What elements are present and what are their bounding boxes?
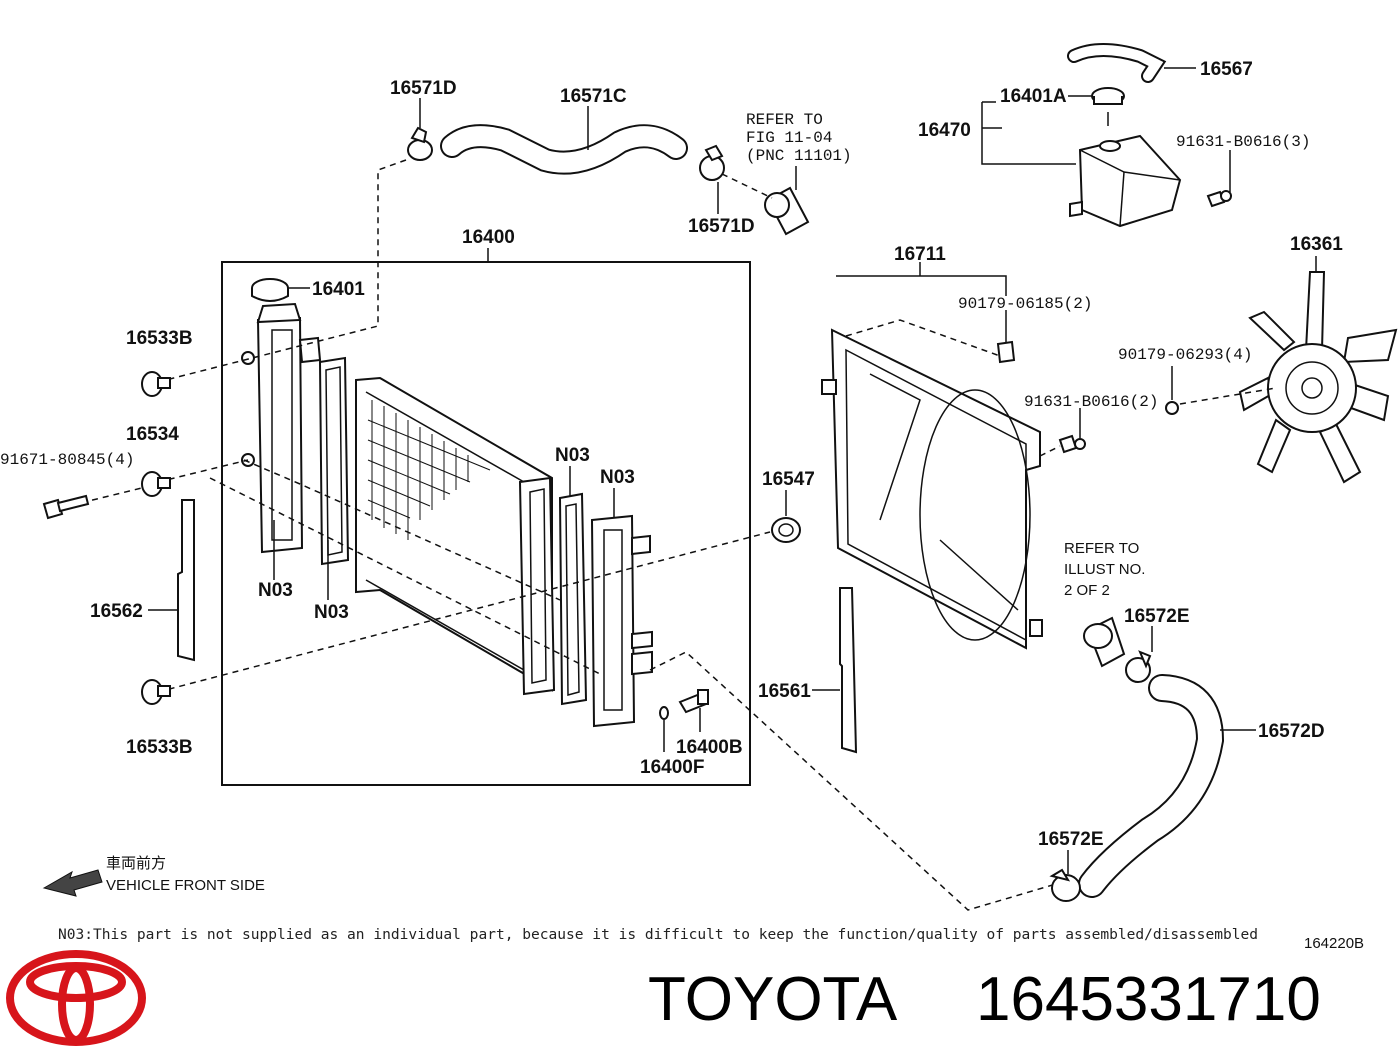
footnote: N03:This part is not supplied as an indi… bbox=[58, 927, 1258, 943]
brand-name: TOYOTA bbox=[648, 965, 898, 1034]
hose-clamp-16572E-top bbox=[1125, 650, 1152, 683]
radiator-cap bbox=[251, 278, 289, 302]
fan-shroud bbox=[821, 328, 1043, 650]
label-16562: 16562 bbox=[90, 601, 143, 622]
front-side-jp: 車両前方 bbox=[106, 855, 166, 872]
label-16572E-top: 16572E bbox=[1124, 606, 1190, 627]
seal-16561 bbox=[839, 587, 858, 754]
refer-fig-line3: (PNC 11101) bbox=[746, 147, 852, 165]
drain-plug bbox=[678, 689, 709, 714]
label-N03-b: N03 bbox=[314, 602, 349, 623]
nut-90179-06293 bbox=[1165, 401, 1179, 415]
cooling-fan bbox=[1238, 271, 1398, 484]
reserve-tank bbox=[1069, 134, 1182, 228]
reserve-tank-cap bbox=[1091, 87, 1125, 126]
label-16571D-top: 16571D bbox=[390, 78, 457, 99]
radiator-assembly-box bbox=[221, 261, 751, 786]
label-16572D: 16572D bbox=[1258, 721, 1325, 742]
label-N03-c: N03 bbox=[555, 445, 590, 466]
gasket-left bbox=[318, 356, 350, 566]
label-N03-a: N03 bbox=[258, 580, 293, 601]
label-16400F: 16400F bbox=[640, 757, 704, 778]
label-90179-06293: 90179-06293(4) bbox=[1118, 346, 1252, 364]
label-16711: 16711 bbox=[894, 244, 946, 265]
toyota-logo bbox=[6, 950, 146, 1046]
front-side-en: VEHICLE FRONT SIDE bbox=[106, 877, 265, 894]
label-16561: 16561 bbox=[758, 681, 811, 702]
label-16533B-bottom: 16533B bbox=[126, 737, 193, 758]
label-16533B-top: 16533B bbox=[126, 328, 193, 349]
label-16400: 16400 bbox=[462, 227, 515, 248]
cushion-16533B-bottom bbox=[141, 679, 171, 705]
label-16470: 16470 bbox=[918, 120, 971, 141]
label-91631-3: 91631-B0616(3) bbox=[1176, 133, 1310, 151]
hose-clamp-mid bbox=[699, 144, 725, 181]
label-16534: 16534 bbox=[126, 424, 179, 445]
label-16571C: 16571C bbox=[560, 86, 627, 107]
refer-illust-line2: ILLUST NO. bbox=[1064, 561, 1145, 578]
bolt-91631-3 bbox=[1206, 190, 1232, 208]
vehicle-front-arrow bbox=[42, 869, 103, 897]
label-90179-06185: 90179-06185(2) bbox=[958, 295, 1092, 313]
brand-part-number: 1645331710 bbox=[976, 965, 1321, 1034]
clip-90179-06185 bbox=[996, 340, 1016, 364]
label-16361: 16361 bbox=[1290, 234, 1343, 255]
label-16571D-bottom: 16571D bbox=[688, 216, 755, 237]
label-N03-d: N03 bbox=[600, 467, 635, 488]
cushion-16534 bbox=[141, 471, 171, 497]
gasket-right bbox=[558, 492, 588, 706]
grommet-16547 bbox=[771, 517, 801, 543]
drain-o-ring bbox=[659, 706, 669, 720]
figure-code: 164220B bbox=[1304, 935, 1364, 952]
engine-inlet-stub bbox=[1083, 616, 1126, 668]
radiator-right-tank bbox=[590, 514, 653, 728]
core-side-plate bbox=[518, 476, 556, 696]
label-16547: 16547 bbox=[762, 469, 815, 490]
label-16400B: 16400B bbox=[676, 737, 743, 758]
hose-clamp-top bbox=[407, 126, 433, 161]
label-91671: 91671-80845(4) bbox=[0, 451, 134, 469]
hose-clamp-16572E-bottom bbox=[1049, 868, 1081, 902]
seal-16562 bbox=[177, 499, 195, 662]
label-16567: 16567 bbox=[1200, 59, 1253, 80]
label-16401: 16401 bbox=[312, 279, 365, 300]
refer-illust-line1: REFER TO bbox=[1064, 540, 1139, 557]
label-16572E-bottom: 16572E bbox=[1038, 829, 1104, 850]
engine-outlet-stub bbox=[764, 186, 810, 236]
refer-fig-line1: REFER TO bbox=[746, 111, 823, 129]
bolt-91671 bbox=[42, 494, 90, 520]
bolt-91631-2 bbox=[1058, 434, 1086, 454]
cushion-16533B-top bbox=[141, 371, 171, 397]
refer-fig-line2: FIG 11-04 bbox=[746, 129, 832, 147]
radiator-left-tank bbox=[241, 302, 322, 554]
refer-illust-line3: 2 OF 2 bbox=[1064, 582, 1110, 599]
label-16401A: 16401A bbox=[1000, 86, 1067, 107]
label-91631-2: 91631-B0616(2) bbox=[1024, 393, 1158, 411]
